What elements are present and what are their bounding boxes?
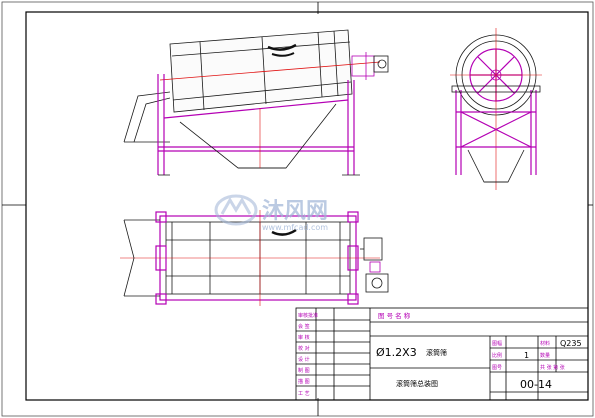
- field-label-5: 图号: [492, 365, 502, 371]
- field-label-3: 比例: [492, 352, 502, 359]
- row-label-2: 会 签: [298, 323, 310, 330]
- field-label-2: 材料: [540, 340, 550, 347]
- watermark: 沐风网 www.mfcad.com: [214, 194, 328, 232]
- row-label-7: 描 图: [298, 378, 310, 385]
- row-label-8: 工 艺: [298, 391, 310, 397]
- title-block-text: 图 号 名 称 审核批准 会 签 审 核 校 对 设 计 制 图 描 图 工 艺…: [298, 311, 582, 397]
- field-label-4: 数量: [540, 352, 550, 359]
- watermark-brand: 沐风网: [262, 199, 328, 224]
- row-label-4: 校 对: [298, 345, 310, 352]
- row-label-1: 审核批准: [298, 312, 318, 319]
- drawing-title: Ø1.2X3: [376, 346, 417, 359]
- field-label-1: 图幅: [492, 340, 502, 347]
- drawing-number: 00-14: [520, 378, 552, 391]
- front-view: [123, 29, 389, 176]
- material-value: Q235: [560, 339, 582, 348]
- title-header-text: 图 号 名 称: [378, 311, 411, 320]
- logo-icon: [214, 194, 258, 226]
- side-view: [450, 28, 542, 190]
- drawing-name: 滚筒筛总装图: [396, 379, 438, 388]
- drawing-subtitle: 滚筒筛: [426, 348, 447, 357]
- quantity-value: 1: [524, 351, 529, 360]
- watermark-site: www.mfcad.com: [262, 223, 328, 232]
- row-label-3: 审 核: [298, 334, 310, 341]
- row-label-5: 设 计: [298, 356, 310, 363]
- title-block: [295, 307, 589, 401]
- row-label-6: 制 图: [298, 367, 310, 374]
- field-label-6: 共 张 第 张: [540, 364, 565, 371]
- top-view: [120, 210, 389, 306]
